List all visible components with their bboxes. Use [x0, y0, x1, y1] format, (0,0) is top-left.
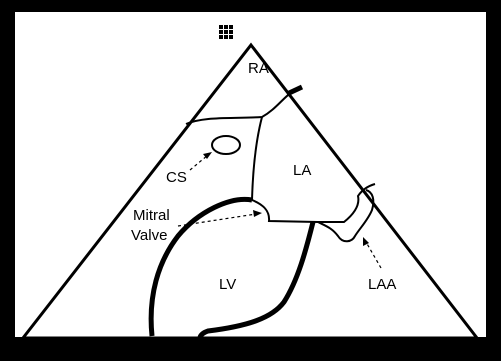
laa-outline	[317, 189, 375, 243]
lv-lateral-wall	[197, 221, 316, 339]
arrow-cs	[189, 152, 212, 171]
lv-septal-wall	[148, 196, 253, 337]
tricuspid-marker	[285, 84, 304, 97]
la-bottom-wall	[251, 183, 376, 223]
arrow-laa	[363, 237, 382, 269]
label-lv: LV	[219, 276, 236, 293]
label-la: LA	[293, 162, 311, 179]
label-mitral: Mitral	[133, 207, 170, 224]
la-left-wall	[251, 116, 263, 201]
label-cs: CS	[166, 169, 187, 186]
diagram-panel	[15, 12, 486, 337]
label-valve: Valve	[131, 227, 167, 244]
label-laa: LAA	[368, 276, 396, 293]
arrow-mitral-valve	[177, 210, 262, 227]
label-ra: RA	[248, 60, 269, 77]
coronary-sinus-shape	[211, 135, 241, 155]
sector-outline	[19, 42, 481, 340]
grid-icon	[219, 25, 233, 39]
